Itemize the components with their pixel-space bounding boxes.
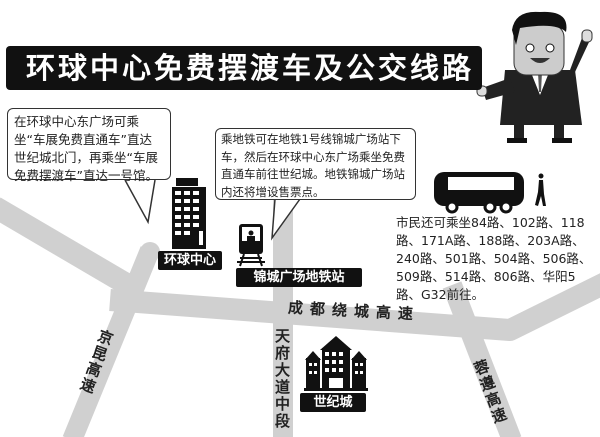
bus-routes-text: 市民还可乘坐84路、102路、118路、171A路、188路、203A路、240… bbox=[396, 215, 592, 302]
bus-icon bbox=[434, 172, 524, 214]
skyscraper-icon bbox=[172, 178, 206, 249]
shuttle-info-bubble: 在环球中心东广场可乘坐“车展免费直通车”直达世纪城北门，再乘坐“车展免费摆渡车”… bbox=[7, 108, 171, 183]
road-upper-left bbox=[0, 197, 146, 302]
building-icon bbox=[304, 336, 368, 391]
metro-info-bubble: 乘地铁可在地铁1号线锦城广场站下车，然后在环球中心东广场乘坐免费直通车前往世纪城… bbox=[215, 128, 416, 200]
road-jingkun bbox=[62, 246, 160, 437]
road-rongzun bbox=[442, 281, 522, 437]
metro-train-icon bbox=[237, 224, 265, 267]
bubble-tail bbox=[124, 179, 156, 225]
label-metro-station: 锦城广场地铁站 bbox=[236, 268, 362, 287]
road-label-tianfu: 天府大道中段 bbox=[273, 328, 291, 430]
label-global-center: 环球中心 bbox=[158, 251, 223, 270]
road-ring-expressway bbox=[109, 273, 600, 341]
pedestrian-icon bbox=[535, 173, 546, 206]
label-century-city: 世纪城 bbox=[300, 393, 366, 412]
page-title: 环球中心免费摆渡车及公交线路 bbox=[6, 46, 482, 90]
bubble-tail bbox=[271, 198, 301, 241]
businessman-illustration bbox=[476, 11, 593, 143]
